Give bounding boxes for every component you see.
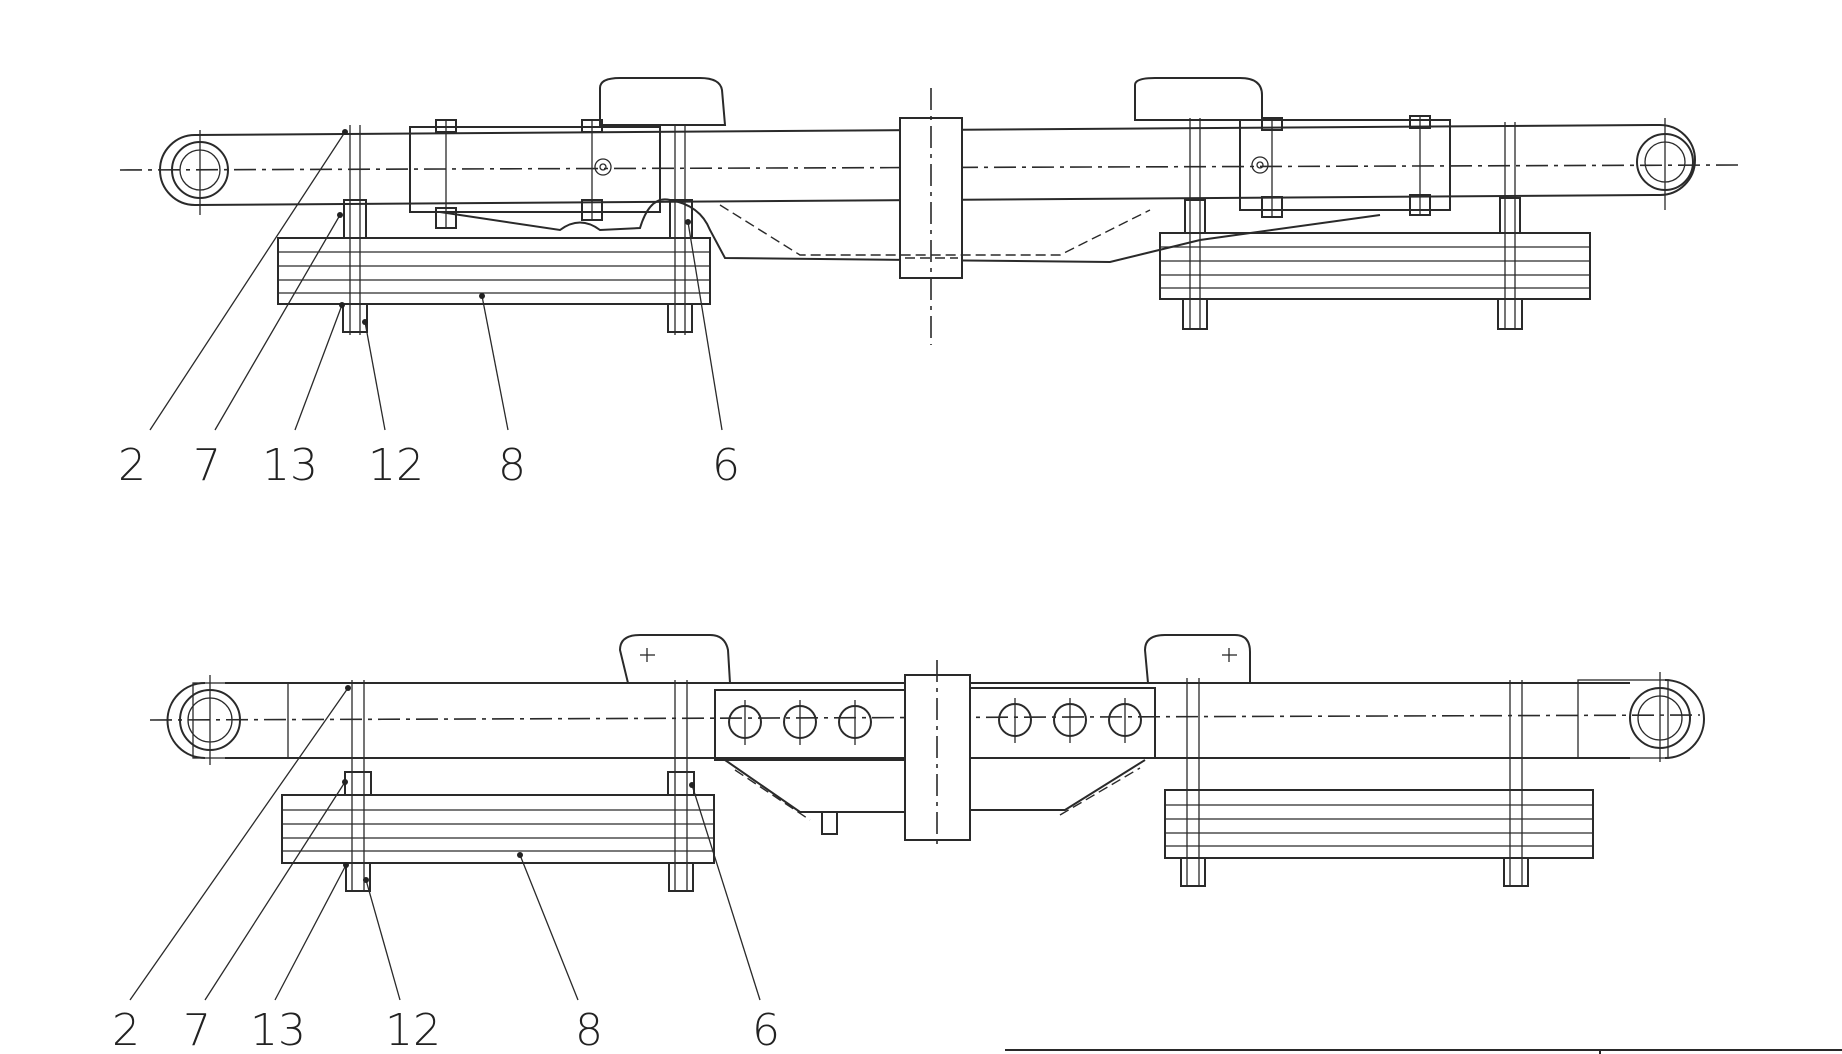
center-hub xyxy=(899,88,963,345)
title-block-edge xyxy=(1005,1049,1842,1054)
left-leaf-spring xyxy=(277,237,711,305)
callout-2: 2 xyxy=(112,1005,140,1054)
right-spring-eye-lower xyxy=(1629,672,1705,762)
left-leaf-spring-lower xyxy=(281,794,715,864)
left-spring-eye xyxy=(159,130,229,215)
right-leaf-spring xyxy=(1159,232,1591,300)
callout-6: 6 xyxy=(752,1005,780,1054)
right-bracket-housing xyxy=(719,77,1451,256)
callout-8: 8 xyxy=(575,1005,603,1054)
left-spring-eye-lower xyxy=(166,675,241,765)
bottom-callouts: 2 7 13 12 8 6 xyxy=(112,1005,780,1054)
callout-2: 2 xyxy=(118,440,146,491)
callout-7: 7 xyxy=(193,440,221,491)
left-top-bracket-lower xyxy=(618,634,732,684)
callout-8: 8 xyxy=(498,440,526,491)
callout-6: 6 xyxy=(712,440,740,491)
right-leaf-spring-lower xyxy=(1164,789,1594,859)
left-bracket-housing xyxy=(409,77,1381,264)
right-spring-eye xyxy=(1636,118,1696,210)
center-frame-lower xyxy=(714,660,1156,850)
u-bolts xyxy=(342,115,1523,335)
bottom-view: 2 7 13 12 8 6 xyxy=(112,634,1842,1054)
callout-13: 13 xyxy=(250,1005,306,1054)
callout-7: 7 xyxy=(183,1005,211,1054)
leader-lines-lower xyxy=(129,685,761,1001)
top-callouts: 2 7 13 12 8 6 xyxy=(118,440,740,491)
leader-lines xyxy=(149,129,723,431)
callout-12: 12 xyxy=(385,1005,441,1054)
top-view: 2 7 13 12 8 6 xyxy=(118,77,1741,491)
right-top-bracket-lower xyxy=(1143,634,1251,684)
callout-12: 12 xyxy=(368,440,424,491)
callout-13: 13 xyxy=(262,440,318,491)
